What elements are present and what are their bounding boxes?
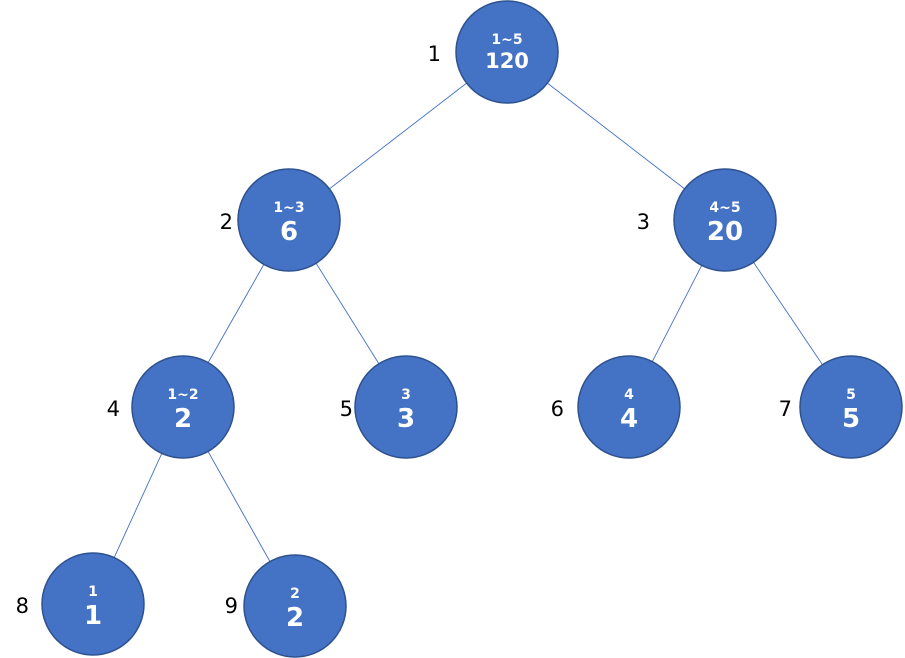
node-circle xyxy=(577,355,681,459)
node-circle xyxy=(455,0,559,104)
node-circle xyxy=(673,168,777,272)
node-circle xyxy=(799,355,903,459)
node-circle xyxy=(41,552,145,656)
tree-node-7: 55 7 xyxy=(779,355,903,459)
tree-node-3: 4~520 3 xyxy=(637,168,777,272)
node-index-label: 6 xyxy=(551,397,564,421)
tree-edge-3-6 xyxy=(651,265,703,362)
node-index-label: 8 xyxy=(16,594,29,618)
node-range-label: 5 xyxy=(846,387,856,403)
node-value-label: 2 xyxy=(286,603,304,633)
node-value-label: 2 xyxy=(174,404,192,434)
node-range-label: 3 xyxy=(401,387,411,403)
node-value-label: 1 xyxy=(84,601,102,631)
tree-node-9: 22 9 xyxy=(225,554,347,658)
node-range-label: 1~5 xyxy=(491,32,522,48)
tree-node-2: 1~36 2 xyxy=(220,168,341,272)
node-value-label: 5 xyxy=(842,404,860,434)
node-circle xyxy=(131,355,235,459)
tree-node-6: 44 6 xyxy=(551,355,681,459)
node-value-label: 120 xyxy=(485,49,529,73)
node-value-label: 6 xyxy=(280,217,298,247)
tree-edge-1-2 xyxy=(329,82,467,190)
node-range-label: 1 xyxy=(88,584,98,600)
node-index-label: 3 xyxy=(637,210,650,234)
tree-node-5: 33 5 xyxy=(340,355,458,459)
node-value-label: 20 xyxy=(707,217,743,247)
node-circle xyxy=(243,554,347,658)
node-value-label: 3 xyxy=(397,404,415,434)
tree-edge-2-4 xyxy=(207,264,265,363)
tree-edge-3-7 xyxy=(753,262,823,365)
node-circle xyxy=(237,168,341,272)
tree-edge-1-3 xyxy=(547,82,685,190)
tree-edge-2-5 xyxy=(315,262,380,365)
node-index-label: 2 xyxy=(220,210,233,234)
node-circle xyxy=(354,355,458,459)
node-index-label: 9 xyxy=(225,594,238,618)
node-index-label: 4 xyxy=(107,397,120,421)
tree-node-4: 1~22 4 xyxy=(107,355,235,459)
tree-edge-4-9 xyxy=(207,451,271,562)
node-range-label: 4~5 xyxy=(709,200,740,216)
node-range-label: 1~3 xyxy=(273,200,304,216)
node-range-label: 4 xyxy=(624,387,634,403)
node-range-label: 2 xyxy=(290,586,300,602)
tree-node-8: 11 8 xyxy=(16,552,145,656)
node-value-label: 4 xyxy=(620,404,638,434)
node-index-label: 1 xyxy=(428,42,441,66)
node-index-label: 7 xyxy=(779,397,792,421)
node-index-label: 5 xyxy=(340,397,353,421)
tree-edges xyxy=(113,82,823,562)
tree-edge-4-8 xyxy=(113,453,163,558)
node-range-label: 1~2 xyxy=(167,387,198,403)
